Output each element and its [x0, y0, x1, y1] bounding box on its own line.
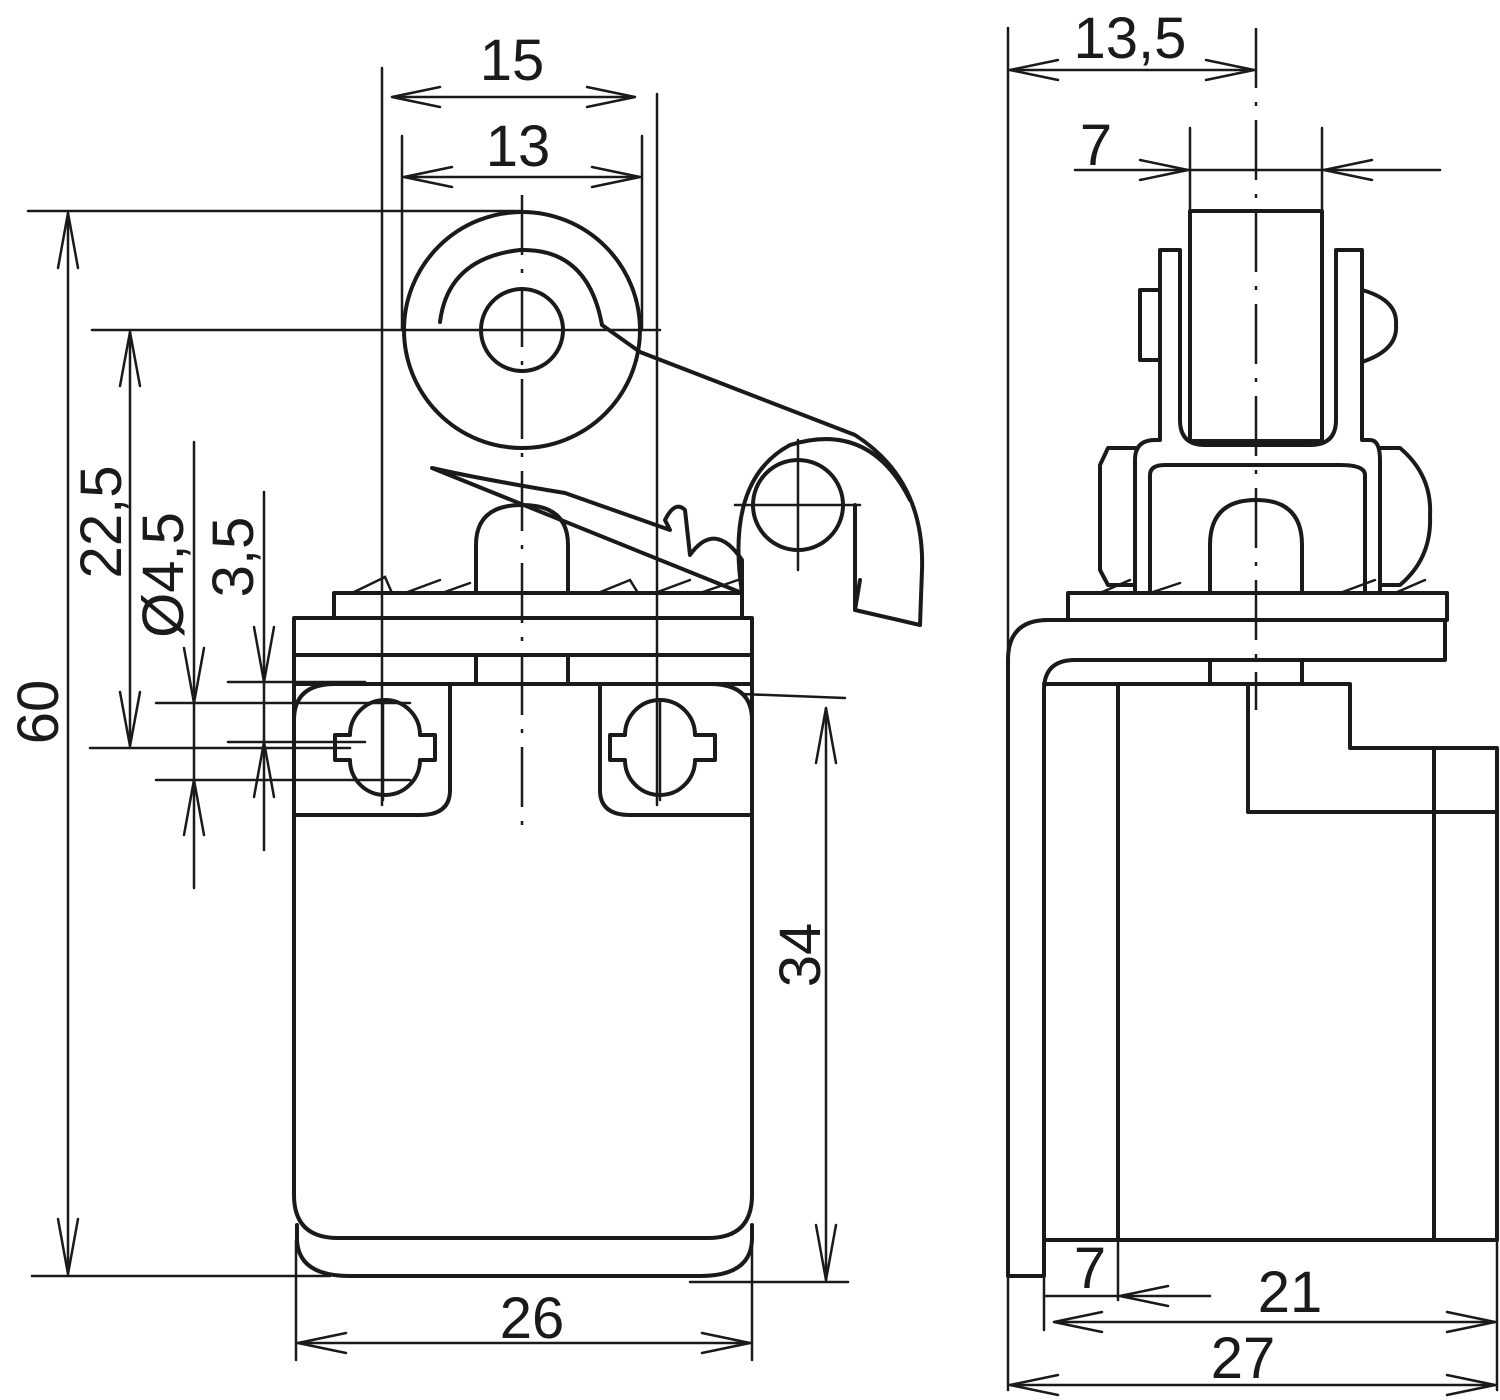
side-view: 13,5 7 7 21 27 — [1006, 6, 1499, 1397]
dim-label-27: 27 — [1211, 1326, 1276, 1391]
dim-label-13-5: 13,5 — [1074, 6, 1187, 71]
dim-7-top-arrow-left — [1138, 158, 1189, 182]
ext-34-top — [740, 692, 847, 700]
dim-7-bottom-arrow — [1119, 1284, 1170, 1308]
dim-label-22-5: 22,5 — [69, 466, 134, 579]
dim-27-arrow-right — [1445, 1373, 1496, 1397]
front-flange-ribs-right — [596, 578, 740, 595]
dim-13-arrow-left — [403, 165, 454, 189]
front-lever-arm — [430, 247, 925, 627]
front-left-mount-lug — [292, 682, 452, 817]
side-bracket — [1006, 618, 1447, 1278]
dim-15-arrow-left — [391, 85, 442, 109]
dim-60-arrow-bottom — [56, 1217, 80, 1275]
dim-label-15: 15 — [480, 28, 545, 93]
dim-60-arrow-top — [56, 212, 80, 270]
side-top-flange — [1066, 591, 1449, 622]
side-axle-nut-right — [1360, 288, 1399, 364]
dim-26-arrow-right — [700, 1331, 751, 1355]
dim-label-21: 21 — [1258, 1260, 1323, 1325]
side-pivot-nut-left — [1098, 446, 1137, 587]
dim-27-arrow-left — [1009, 1373, 1060, 1397]
dim-label-34: 34 — [768, 923, 833, 988]
side-pivot-nut-right — [1378, 446, 1433, 587]
front-top-flange — [332, 591, 744, 620]
dim-hole-arrow-bottom — [182, 779, 206, 837]
front-right-mount-hole — [608, 698, 717, 797]
dim-label-60: 60 — [6, 680, 71, 745]
front-left-mount-hole — [333, 698, 437, 797]
side-housing-step — [1246, 682, 1499, 814]
dim-26-arrow-left — [297, 1331, 348, 1355]
dim-label-7-top: 7 — [1080, 113, 1112, 178]
side-fork-inner — [1148, 463, 1367, 595]
dim-hole-arrow-top — [182, 646, 206, 704]
side-lever-fork — [1133, 248, 1382, 595]
dim-label-13: 13 — [486, 114, 551, 179]
dim-13-arrow-right — [590, 165, 641, 189]
front-lever-pivot — [736, 437, 912, 595]
dim-label-7-bottom: 7 — [1074, 1236, 1106, 1301]
dim-34-arrow-bottom — [814, 1223, 838, 1281]
dim-label-3-5: 3,5 — [201, 517, 266, 598]
dim-34-arrow-top — [814, 707, 838, 765]
dim-13-5-arrow-left — [1009, 58, 1060, 82]
dim-22-5-arrow-bottom — [118, 690, 142, 747]
front-right-mount-lug — [598, 682, 754, 817]
side-axle-nut-left — [1138, 288, 1162, 362]
dim-label-26: 26 — [500, 1286, 565, 1351]
dim-21-arrow-right — [1445, 1310, 1496, 1334]
front-housing — [292, 616, 754, 1240]
front-housing-base — [295, 1223, 754, 1278]
front-flange-ribs-left — [350, 575, 472, 595]
dim-slot-arrow-top — [252, 625, 276, 683]
dim-13-5-arrow-right — [1204, 58, 1255, 82]
front-view: 15 13 60 22,5 Ø4,5 3,5 34 26 — [6, 28, 925, 1362]
side-housing — [1042, 682, 1499, 1242]
dim-slot-arrow-bottom — [252, 741, 276, 799]
dim-21-arrow-left — [1053, 1310, 1104, 1334]
dim-label-hole: Ø4,5 — [131, 512, 196, 638]
dim-22-5-arrow-top — [118, 331, 142, 388]
dim-7-top-arrow-right — [1323, 158, 1374, 182]
dim-15-arrow-right — [585, 85, 636, 109]
